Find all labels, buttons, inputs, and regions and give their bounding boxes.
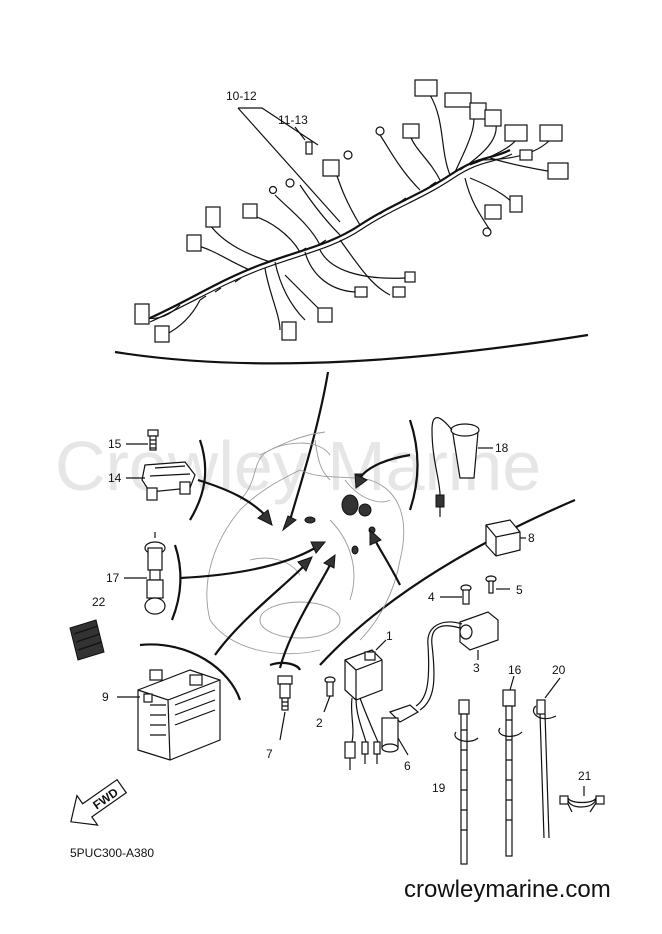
part-2-bolt xyxy=(324,676,336,697)
part-21-clamp xyxy=(559,795,605,813)
arrow-14 xyxy=(197,478,266,516)
part-14-relay-bracket xyxy=(141,461,196,501)
website-text: crowleymarine.com xyxy=(404,876,611,903)
part-4-bolt xyxy=(460,584,472,605)
callout-10-12: 10-12 xyxy=(226,89,257,103)
callout-17: 17 xyxy=(106,571,120,585)
callout-8: 8 xyxy=(528,531,535,545)
callout-2: 2 xyxy=(316,716,323,730)
part-22-pad xyxy=(69,619,105,661)
separator-curve-7 xyxy=(269,661,302,671)
arrow-18 xyxy=(359,453,411,479)
callout-22: 22 xyxy=(92,595,106,609)
leader-10-12 xyxy=(237,107,341,223)
callout-20: 20 xyxy=(552,663,566,677)
scooter-outline xyxy=(206,431,405,655)
arrow-right xyxy=(374,539,401,586)
callout-4: 4 xyxy=(428,590,435,604)
leader-11-13 xyxy=(294,126,306,141)
callout-15: 15 xyxy=(108,437,122,451)
part-15-bolt xyxy=(147,429,159,451)
callout-3: 3 xyxy=(473,661,480,675)
separator-curve-top xyxy=(114,333,589,365)
part-17-fuse-holder xyxy=(144,532,166,615)
part-5-screw xyxy=(485,575,497,594)
callout-16: 16 xyxy=(508,663,522,677)
separator-curve-9 xyxy=(139,643,242,701)
callout-21: 21 xyxy=(578,769,592,783)
part-6-plug-cap xyxy=(381,704,420,753)
arrow-9 xyxy=(214,564,306,656)
part-18-grip xyxy=(431,417,480,517)
arrow-to-harness xyxy=(288,371,330,521)
separator-curve-right xyxy=(319,498,576,666)
part-20-band xyxy=(532,699,557,839)
callout-6: 6 xyxy=(404,759,411,773)
part-19-cable-tie xyxy=(454,699,479,865)
fwd-arrow: FWD xyxy=(70,778,128,826)
arrow-17 xyxy=(179,547,316,580)
callout-14: 14 xyxy=(108,471,122,485)
part-9-battery xyxy=(137,669,221,761)
arrow-7 xyxy=(278,564,331,669)
callout-1: 1 xyxy=(386,629,393,643)
part-7-sensor xyxy=(277,675,293,711)
callout-11-13: 11-13 xyxy=(278,113,308,127)
callout-18: 18 xyxy=(495,441,509,455)
callout-19: 19 xyxy=(432,781,446,795)
part-16-cable-tie xyxy=(498,689,523,857)
diagram-code: 5PUC300-A380 xyxy=(70,846,154,860)
callout-7: 7 xyxy=(266,747,273,761)
part-1-cdi-unit xyxy=(344,649,383,770)
callout-9: 9 xyxy=(102,690,109,704)
separator-curve-18 xyxy=(408,419,419,511)
wire-harness xyxy=(134,79,569,343)
part-3-ignition-coil xyxy=(415,611,499,711)
separator-curve-17 xyxy=(170,544,182,621)
callout-5: 5 xyxy=(516,583,523,597)
part-8-relay xyxy=(485,519,521,557)
